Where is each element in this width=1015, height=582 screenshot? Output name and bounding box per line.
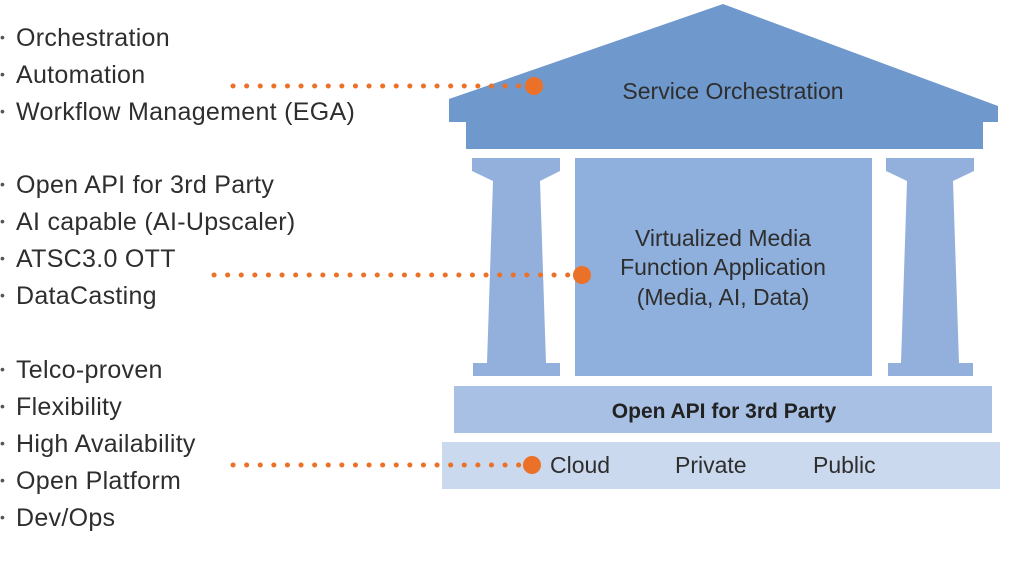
bullet-item: • DataCasting xyxy=(0,278,296,315)
bullet-text: Orchestration xyxy=(16,24,170,52)
center-label-line-3: (Media, AI, Data) xyxy=(637,284,810,310)
bullet-text: Workflow Management (EGA) xyxy=(16,98,356,126)
center-block xyxy=(575,158,872,376)
bullet-text: Open Platform xyxy=(16,467,182,495)
bullet-text: AI capable (AI-Upscaler) xyxy=(16,208,296,236)
bullet-dot: • xyxy=(0,286,6,303)
bullet-text: Dev/Ops xyxy=(16,504,116,532)
bullet-item: • High Availability xyxy=(0,426,196,463)
connector-dot-orchestration xyxy=(525,77,543,95)
center-label-line-1: Virtualized Media xyxy=(635,225,811,251)
bullet-text: High Availability xyxy=(16,430,196,458)
connector-dot-application xyxy=(573,266,591,284)
bullet-item: • ATSC3.0 OTT xyxy=(0,241,296,278)
bullet-text: Telco-proven xyxy=(16,356,163,384)
bullet-text: Open API for 3rd Party xyxy=(16,171,275,199)
center-label-line-2: Function Application xyxy=(620,254,826,280)
bullet-dot: • xyxy=(0,28,6,45)
bullet-text: Automation xyxy=(16,61,146,89)
base-label-private: Private xyxy=(675,452,747,478)
roof-service-orchestration xyxy=(449,4,998,149)
bullet-item: • Flexibility xyxy=(0,389,196,426)
left-pillar xyxy=(472,158,560,376)
bullet-dot: • xyxy=(0,175,6,192)
base-label-public: Public xyxy=(813,452,876,478)
bullet-text: Flexibility xyxy=(16,393,123,421)
bullet-dot: • xyxy=(0,360,6,377)
bullet-item: • Orchestration xyxy=(0,20,355,57)
feature-group-orchestration: • Orchestration • Automation • Workflow Man… xyxy=(0,20,355,131)
bullet-dot: • xyxy=(0,212,6,229)
connector-layer xyxy=(211,77,591,474)
base-label-cloud: Cloud xyxy=(550,452,610,478)
bullet-dot: • xyxy=(0,102,6,119)
roof-label: Service Orchestration xyxy=(622,78,843,104)
api-bar xyxy=(454,386,992,433)
feature-group-platform: • Telco-proven • Flexibility • High Availab… xyxy=(0,352,196,537)
bullet-item: • Open API for 3rd Party xyxy=(0,167,296,204)
bullet-dot: • xyxy=(0,397,6,414)
bullet-item: • Dev/Ops xyxy=(0,500,196,537)
bullet-item: • Telco-proven xyxy=(0,352,196,389)
bullet-item: • AI capable (AI-Upscaler) xyxy=(0,204,296,241)
bullet-text: ATSC3.0 OTT xyxy=(16,245,176,273)
bullet-dot: • xyxy=(0,249,6,266)
bullet-dot: • xyxy=(0,508,6,525)
bullet-dot: • xyxy=(0,471,6,488)
bullet-item: • Workflow Management (EGA) xyxy=(0,94,355,131)
bullet-text: DataCasting xyxy=(16,282,157,310)
feature-group-application: • Open API for 3rd Party • AI capable (AI-… xyxy=(0,167,296,315)
connector-dot-platform xyxy=(523,456,541,474)
bullet-item: • Open Platform xyxy=(0,463,196,500)
api-bar-label: Open API for 3rd Party xyxy=(612,400,837,423)
right-pillar xyxy=(886,158,974,376)
bullet-dot: • xyxy=(0,65,6,82)
bullet-item: • Automation xyxy=(0,57,355,94)
bullet-dot: • xyxy=(0,434,6,451)
